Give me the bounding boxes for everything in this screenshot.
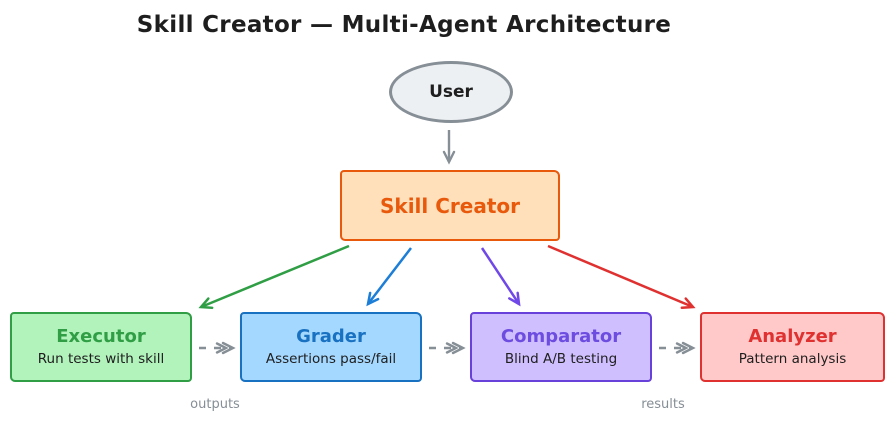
executor-node: Executor Run tests with skill xyxy=(10,312,192,382)
analyzer-subtitle: Pattern analysis xyxy=(738,350,847,367)
skill-creator-node: Skill Creator xyxy=(340,170,560,241)
analyzer-title: Analyzer xyxy=(748,326,837,348)
analyzer-node: Analyzer Pattern analysis xyxy=(700,312,885,382)
edge-creator-to-analyzer xyxy=(547,244,696,309)
comparator-title: Comparator xyxy=(500,326,622,348)
grader-title: Grader xyxy=(296,326,366,348)
comparator-node: Comparator Blind A/B testing xyxy=(470,312,652,382)
skill-creator-label: Skill Creator xyxy=(380,193,520,218)
executor-subtitle: Run tests with skill xyxy=(37,350,165,367)
edge-creator-to-grader xyxy=(366,247,412,307)
user-node: User xyxy=(389,61,513,123)
edge-creator-to-executor xyxy=(198,244,350,310)
results-label: results xyxy=(641,397,685,412)
edge-creator-to-comparator xyxy=(480,247,521,307)
outputs-label: outputs xyxy=(190,397,240,412)
comparator-subtitle: Blind A/B testing xyxy=(504,350,618,367)
user-node-label: User xyxy=(429,82,473,102)
grader-node: Grader Assertions pass/fail xyxy=(240,312,422,382)
grader-subtitle: Assertions pass/fail xyxy=(265,350,397,367)
diagram-title: Skill Creator — Multi-Agent Architecture xyxy=(136,12,672,38)
executor-title: Executor xyxy=(56,326,146,348)
